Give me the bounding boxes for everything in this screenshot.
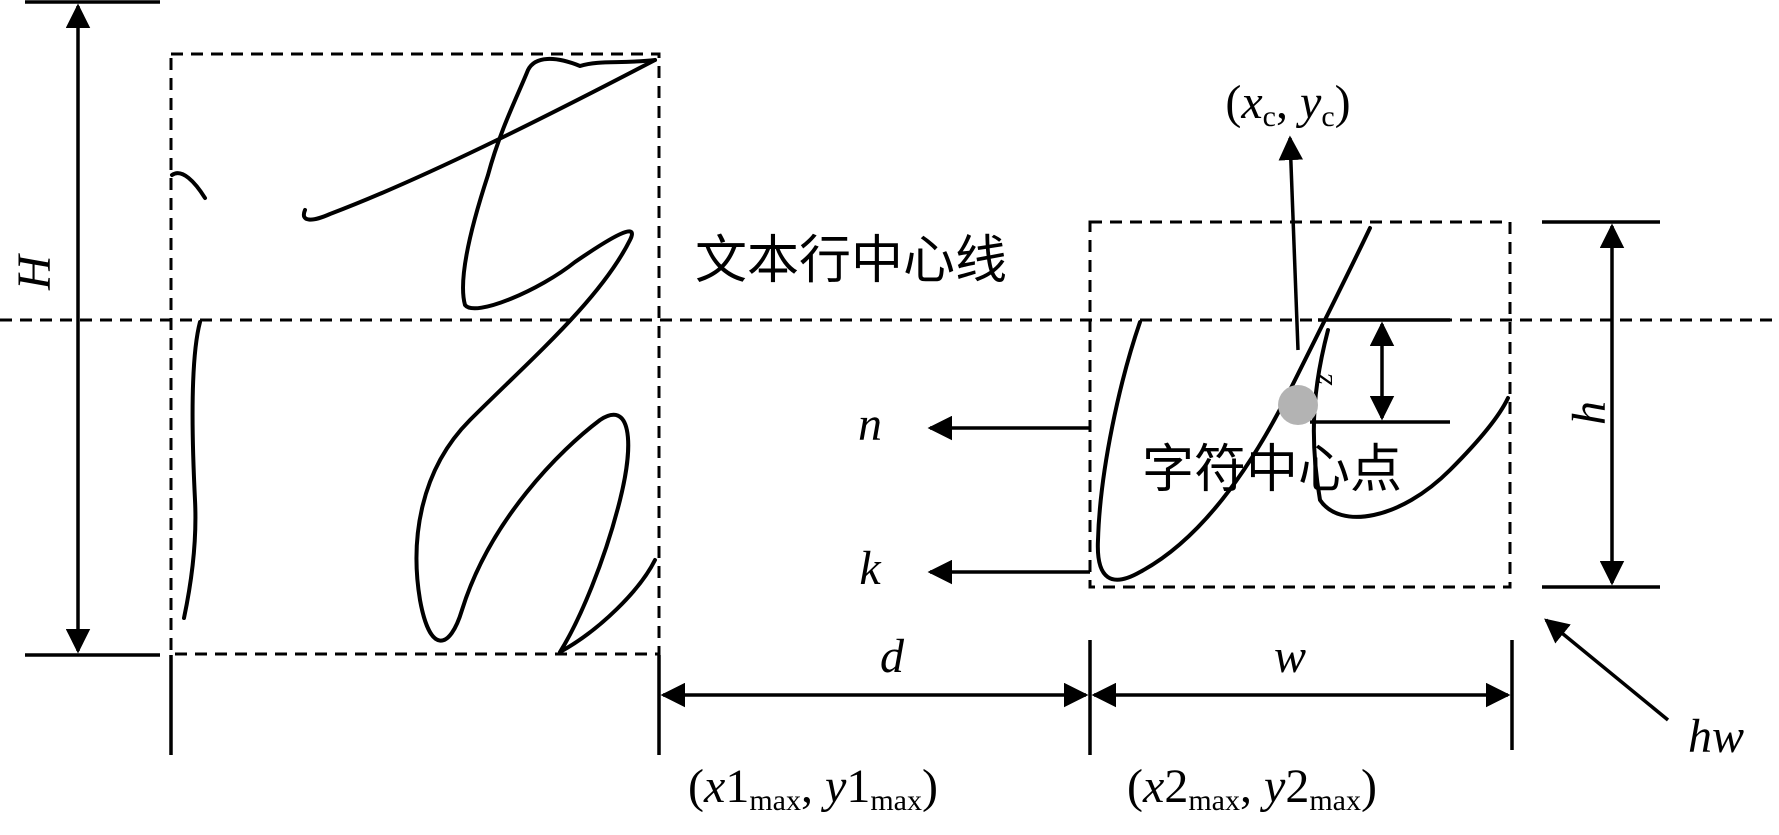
char-center-point-label: 字符中心点 (1142, 440, 1402, 500)
text-line-center-label: 文本行中心线 (695, 231, 1007, 291)
left-char-bbox (169, 52, 661, 656)
left-handwritten-character (170, 57, 657, 654)
label-w: w (1274, 630, 1306, 683)
dimension-h (1542, 220, 1660, 589)
arrow-hw (1544, 618, 1670, 722)
label-z: z (1306, 373, 1339, 386)
dimension-z (1310, 318, 1450, 424)
char-center-dot (1278, 385, 1318, 425)
right-char-bbox (1088, 220, 1512, 589)
coord1-label: (x1max, y1max) (688, 760, 938, 817)
label-n: n (858, 398, 882, 451)
center-coordinate-label: (xc, yc) (1225, 76, 1350, 133)
label-d: d (880, 630, 905, 683)
center-pointer-arrow (1278, 135, 1304, 351)
dimension-H (25, 0, 160, 657)
coord2-label: (x2max, y2max) (1127, 760, 1377, 817)
label-hw: hw (1688, 710, 1744, 763)
label-h: h (1563, 401, 1616, 425)
label-H: H (8, 253, 61, 291)
label-k: k (859, 542, 882, 595)
